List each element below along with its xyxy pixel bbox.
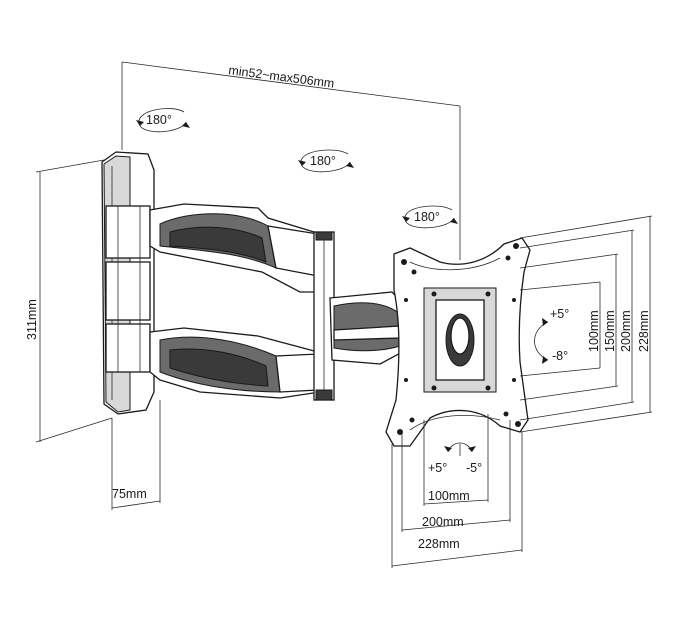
wall-height-dimension: 311mm — [25, 159, 113, 443]
vesa-h-228-label: 228mm — [418, 537, 460, 551]
rotation-badge-middle: 180° — [298, 149, 354, 173]
swivel-head-label: 180° — [414, 210, 440, 224]
upper-arm — [149, 203, 321, 293]
extension-label: min52~max506mm — [228, 63, 336, 91]
level-plus-label: +5° — [428, 461, 447, 475]
wall-depth-label: 75mm — [112, 487, 147, 501]
level-minus-label: -5° — [466, 461, 482, 475]
wall-depth-dimension: 75mm — [111, 400, 161, 510]
vesa-vertical-dimensions: 100mm 150mm 200mm 228mm — [519, 215, 653, 433]
rotation-badge-head: 180° — [402, 205, 458, 229]
tilt-indicator: +5° -8° — [534, 307, 569, 364]
wall-height-label: 311mm — [25, 299, 39, 340]
wall-plate — [101, 151, 155, 415]
vesa-v-100-label: 100mm — [587, 310, 601, 352]
level-indicator: +5° -5° — [428, 442, 482, 475]
forward-arm — [329, 291, 407, 365]
rotation-badge-wall: 180° — [136, 108, 190, 133]
tilt-down-label: -8° — [552, 349, 568, 363]
lower-arm — [149, 327, 321, 399]
vesa-h-100-label: 100mm — [428, 489, 470, 503]
vesa-h-200-label: 200mm — [422, 515, 464, 529]
vesa-v-150-label: 150mm — [603, 310, 617, 352]
vesa-v-228-label: 228mm — [637, 310, 651, 352]
swivel-middle-label: 180° — [310, 154, 336, 168]
vesa-horizontal-dimensions: 228mm 200mm 100mm — [391, 414, 523, 568]
vesa-v-200-label: 200mm — [619, 310, 633, 352]
tilt-up-label: +5° — [550, 307, 569, 321]
swivel-wall-label: 180° — [146, 113, 172, 127]
vesa-plate — [385, 237, 531, 447]
